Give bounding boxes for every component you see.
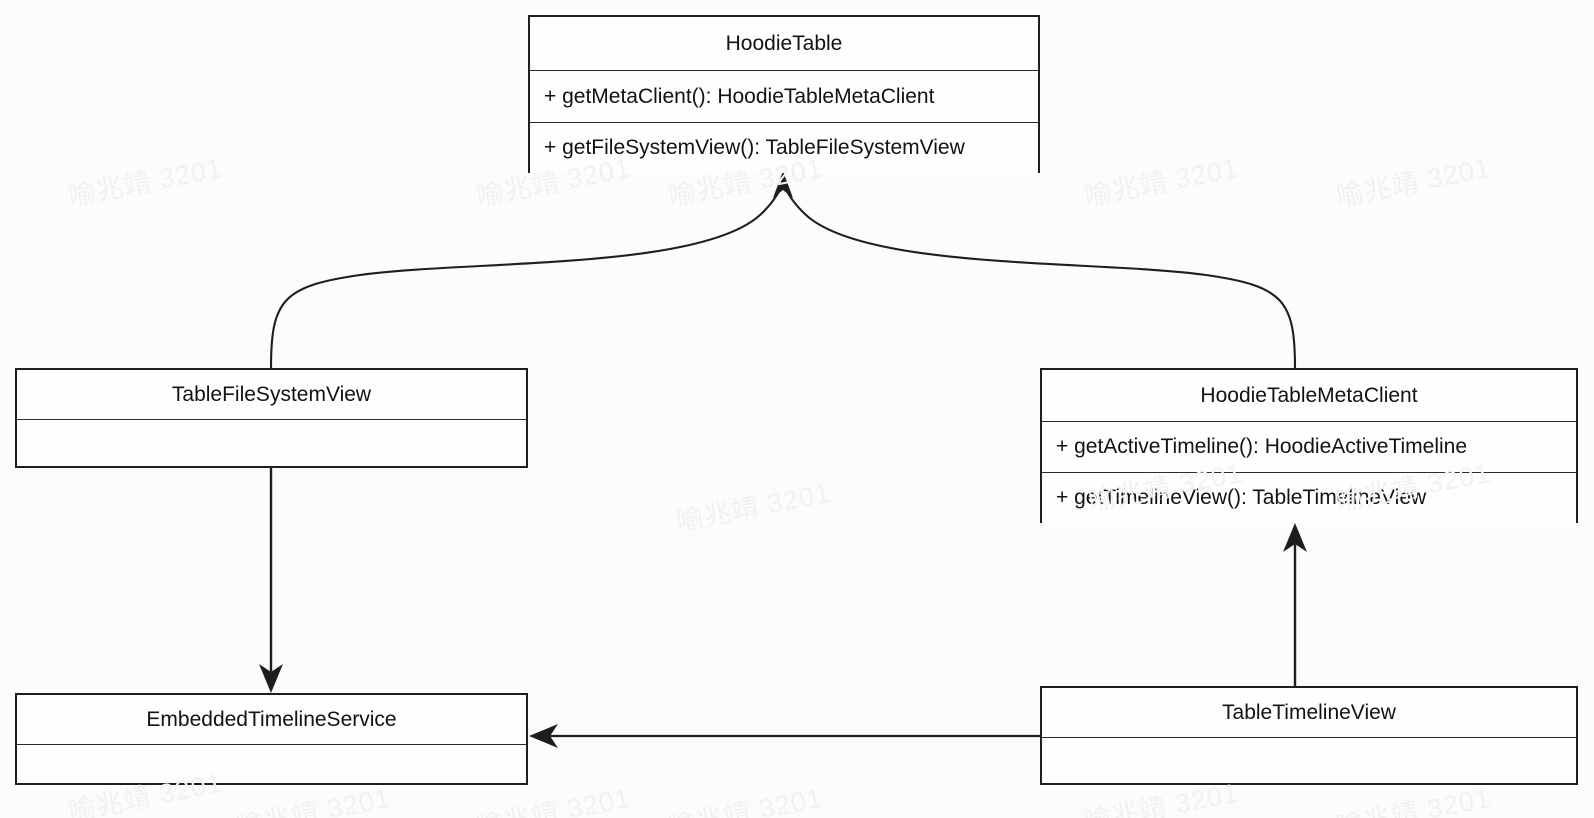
class-member-empty (1042, 738, 1576, 783)
class-member: + getActiveTimeline(): HoodieActiveTimel… (1056, 435, 1468, 458)
edge-tablefilesystemview-to-hoodietable (269, 182, 784, 369)
arrowhead-into-hoodietable (773, 171, 793, 198)
class-member: + getTimelineView(): TableTimelineView (1042, 472, 1576, 522)
class-members-table-file-system-view (17, 420, 526, 466)
class-member-empty (17, 745, 526, 783)
class-title-hoodie-table: HoodieTable (530, 17, 1038, 71)
class-node-table-file-system-view[interactable]: TableFileSystemView (15, 368, 528, 468)
class-members-table-timeline-view (1042, 738, 1576, 783)
class-node-hoodie-table-meta-client[interactable]: HoodieTableMetaClient + getActiveTimelin… (1040, 368, 1578, 523)
class-node-embedded-timeline-service[interactable]: EmbeddedTimelineService (15, 693, 528, 785)
class-member-empty (17, 420, 526, 466)
class-title-hoodie-table-meta-client: HoodieTableMetaClient (1042, 370, 1576, 422)
arrowhead-into-embeddedtimelineservice-top (259, 664, 283, 693)
class-title-table-timeline-view: TableTimelineView (1042, 688, 1576, 738)
class-member: + getFileSystemView(): TableFileSystemVi… (530, 122, 1038, 173)
class-members-hoodie-table: + getMetaClient(): HoodieTableMetaClient… (530, 71, 1038, 173)
arrowhead-into-hoodietablemetaclient-bottom (1283, 523, 1307, 552)
class-title-embedded-timeline-service: EmbeddedTimelineService (17, 695, 526, 745)
class-node-table-timeline-view[interactable]: TableTimelineView (1040, 686, 1578, 785)
class-members-embedded-timeline-service (17, 745, 526, 783)
class-members-hoodie-table-meta-client: + getActiveTimeline(): HoodieActiveTimel… (1042, 422, 1576, 523)
class-node-hoodie-table[interactable]: HoodieTable + getMetaClient(): HoodieTab… (528, 15, 1040, 173)
class-title-table-file-system-view: TableFileSystemView (17, 370, 526, 420)
edge-hoodietablemetaclient-to-hoodietable (782, 182, 1297, 369)
arrowhead-into-embeddedtimelineservice-right (529, 724, 558, 748)
class-member: + getMetaClient(): HoodieTableMetaClient (544, 84, 935, 108)
